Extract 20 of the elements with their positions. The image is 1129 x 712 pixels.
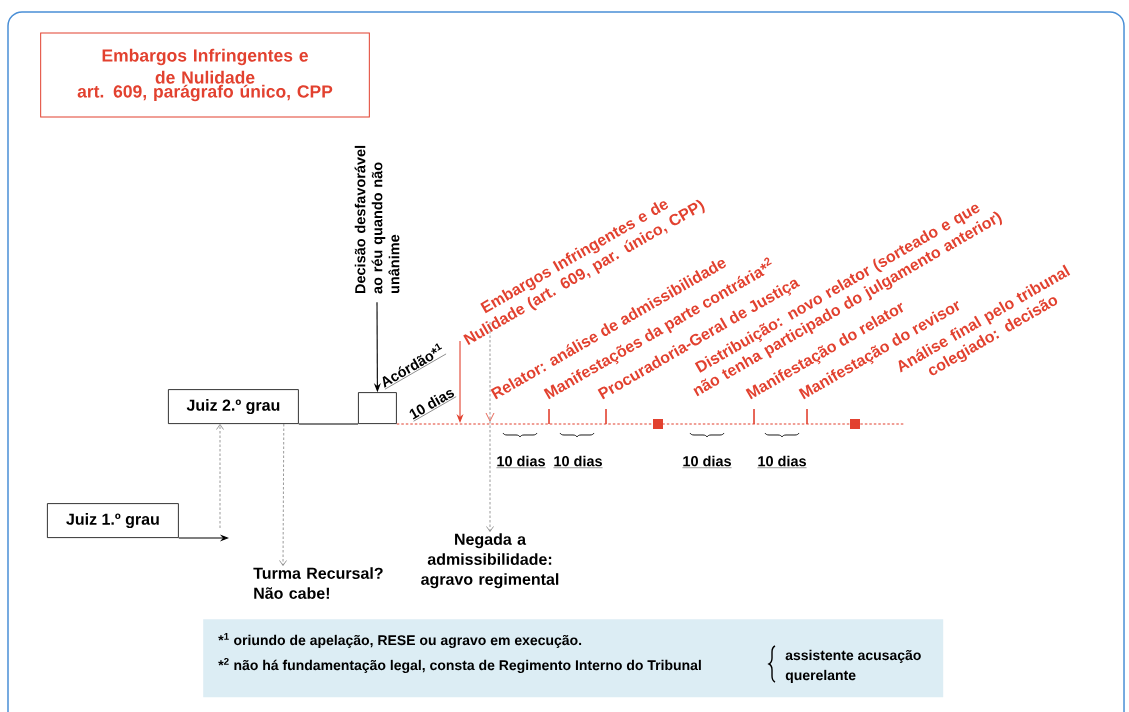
arrow	[216, 424, 224, 529]
duration-text: 10 dias	[757, 455, 807, 468]
title-box: Embargos Infringentes e de Nulidade art. 609, parágrafo único, CPP	[40, 32, 370, 118]
footnote-text: assistente acusação	[785, 649, 921, 663]
process-box: Juiz 2.º grau	[168, 389, 299, 424]
footnote-text: *$^{1}$ oriundo de apelação, RESE ou agravo em execução.	[218, 633, 582, 648]
arrow	[486, 321, 494, 532]
arrow	[279, 423, 287, 566]
process-box: Juiz 1.º grau	[47, 503, 179, 538]
duration-text: 10 dias	[682, 455, 732, 468]
footnote-text: *$^{2}$ não há fundamentação legal, consta de Regimento Interno do Tribunal	[218, 657, 701, 673]
note-text: Turma Recursal? Não cabe!	[253, 567, 383, 599]
empty-box	[358, 392, 397, 424]
edge-label: 10 dias	[406, 384, 458, 424]
duration-text: 10 dias	[553, 455, 603, 468]
note-text: Negada a admissibilidade: agravo regimental	[421, 533, 559, 589]
duration-text: 10 dias	[496, 455, 546, 468]
vertical-text: Decisão desfavorável ao réu quando não unânime	[354, 145, 400, 294]
footnote-text: querelante	[785, 669, 856, 683]
footnote-panel	[203, 619, 944, 698]
